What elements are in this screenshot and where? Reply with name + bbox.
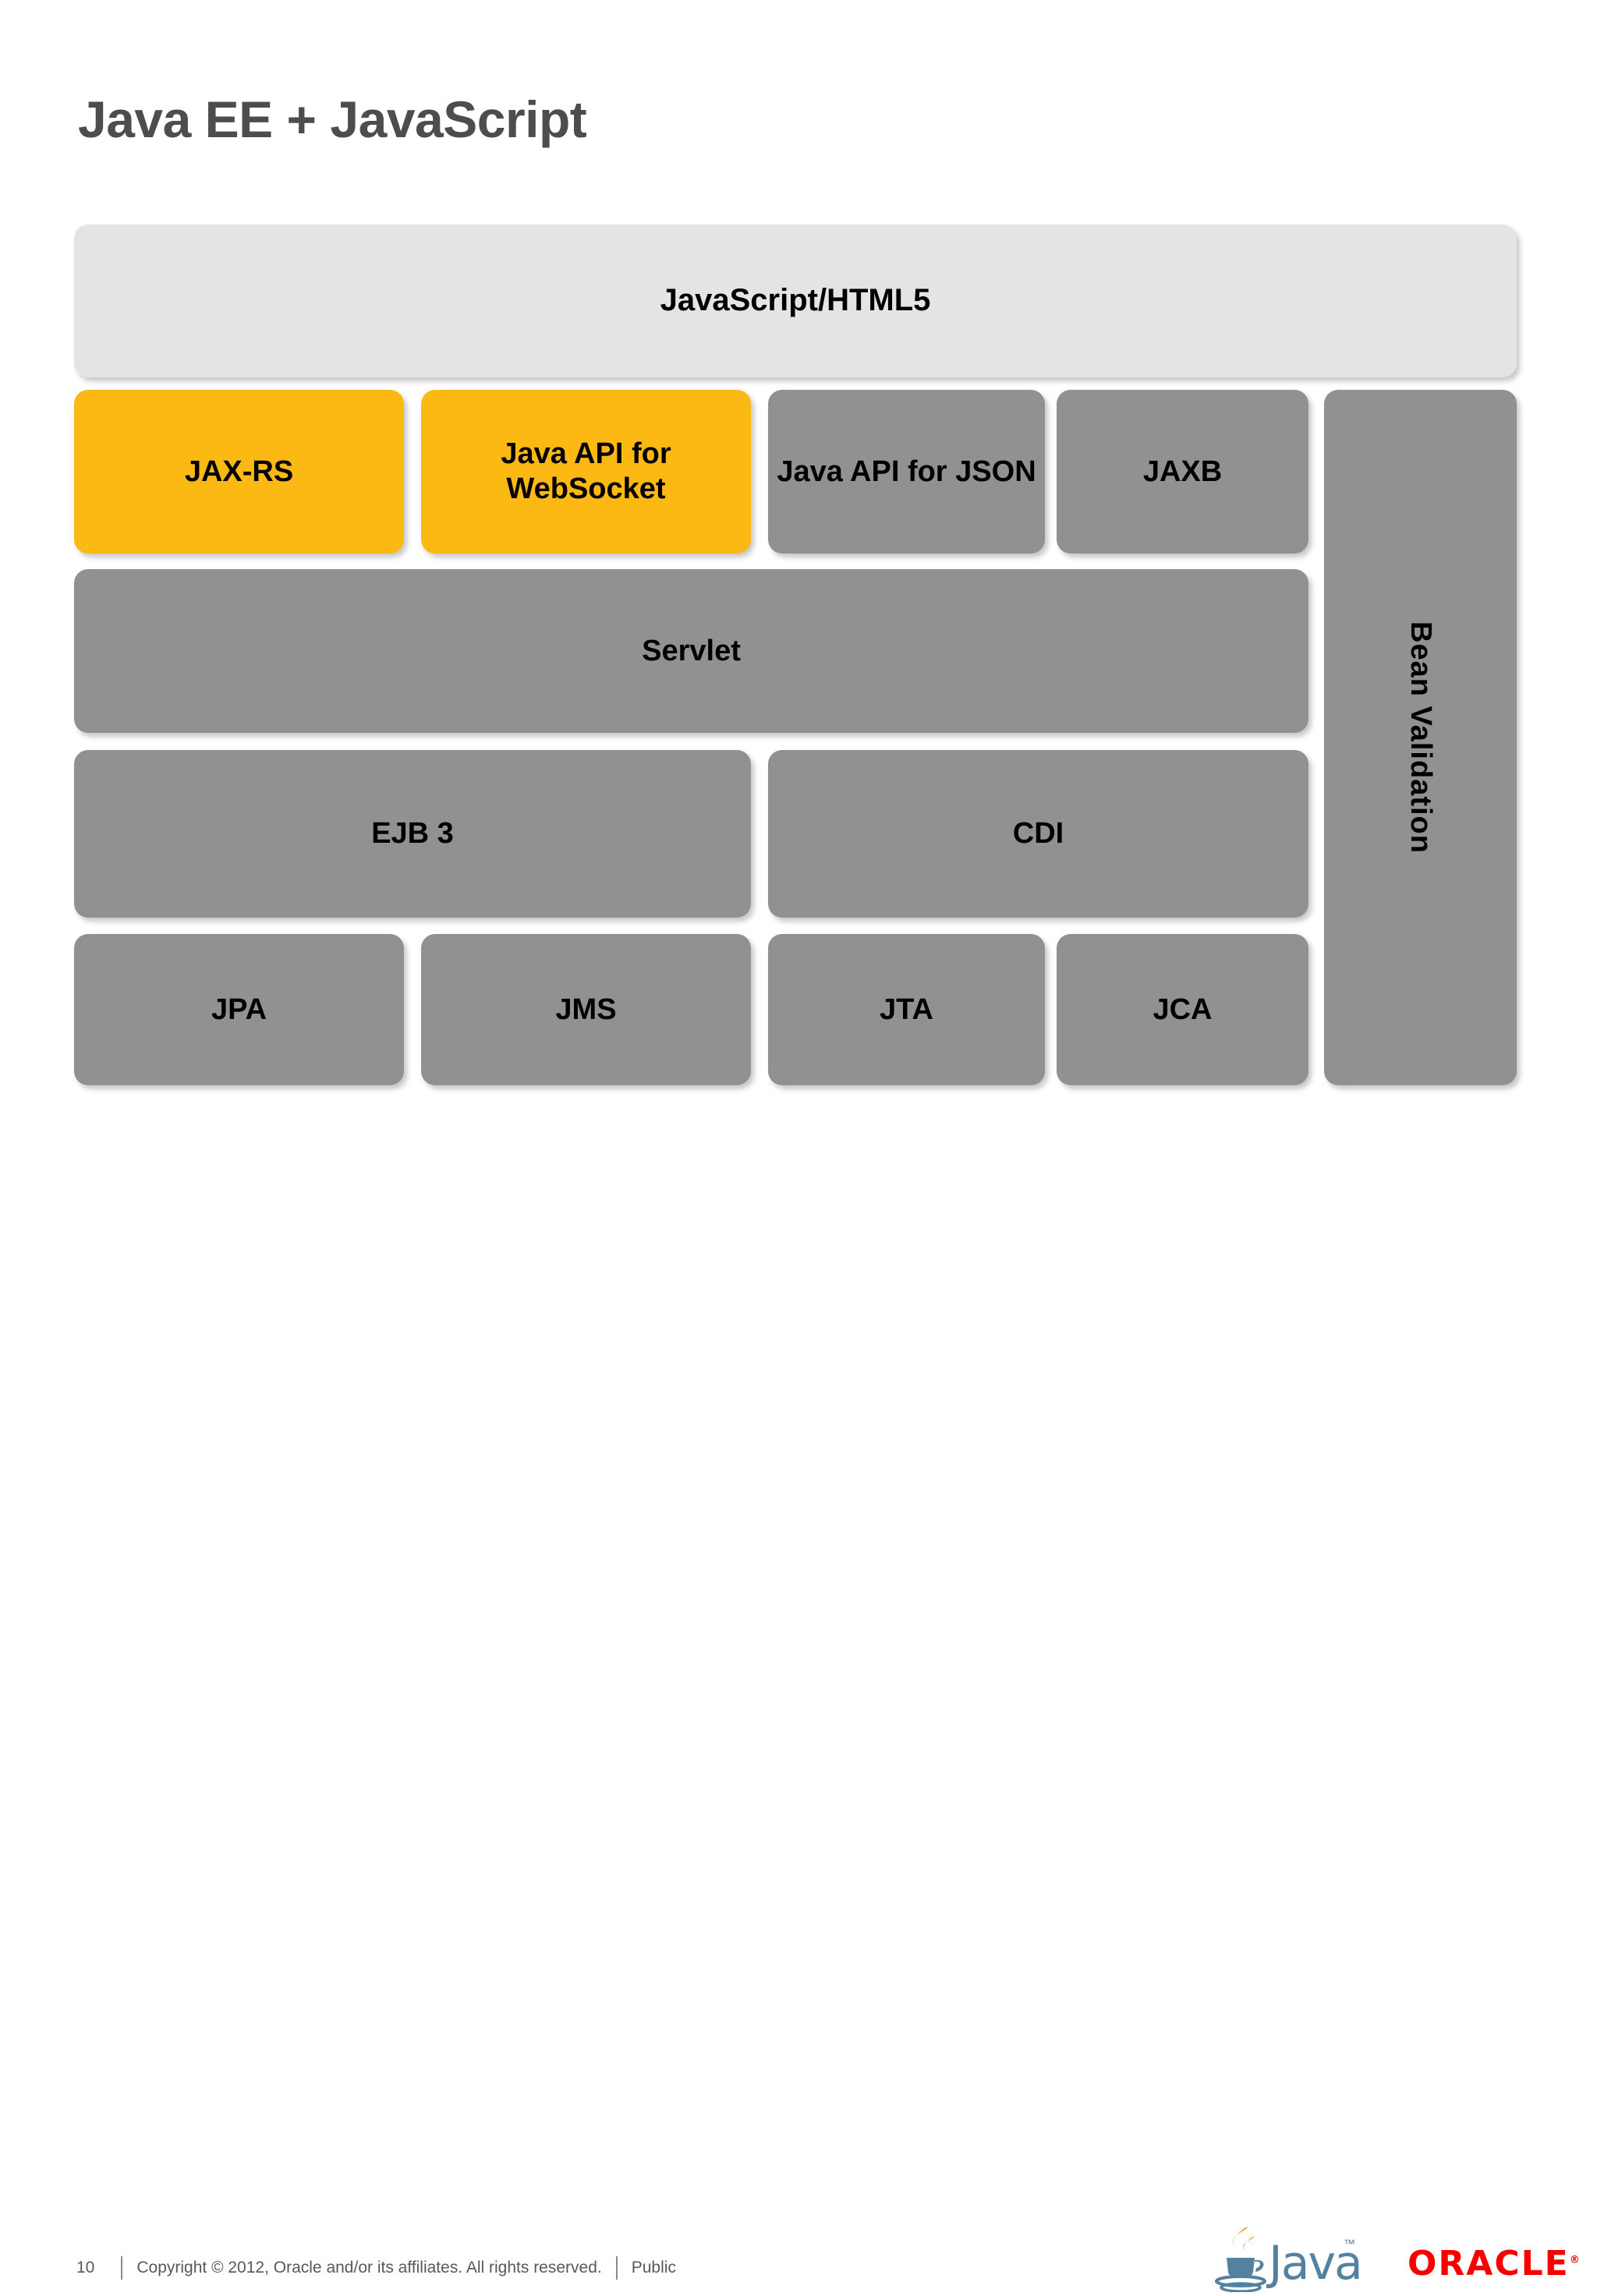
oracle-registered-symbol: ® <box>1569 2254 1580 2266</box>
stack-box-ejb-3[interactable]: EJB 3 <box>74 750 751 918</box>
stack-box-javascript-html5[interactable]: JavaScript/HTML5 <box>74 225 1517 377</box>
stack-box-label: JAXB <box>1142 455 1223 488</box>
stack-box-cdi[interactable]: CDI <box>768 750 1308 918</box>
classification-label: Public <box>631 2259 676 2277</box>
stack-box-java-api-for-websocket[interactable]: Java API for WebSocket <box>421 390 751 554</box>
page-title: Java EE + JavaScript <box>78 90 587 148</box>
stack-box-label: EJB 3 <box>371 817 454 851</box>
stack-box-jpa[interactable]: JPA <box>74 934 404 1085</box>
stack-box-label: Java API for JSON <box>777 455 1036 488</box>
footer-divider-1 <box>121 2256 123 2280</box>
java-logo: Java ™ <box>1213 2225 1363 2293</box>
stack-box-label: CDI <box>1012 817 1064 851</box>
stack-box-label: Servlet <box>642 634 741 667</box>
stack-box-jms[interactable]: JMS <box>421 934 751 1085</box>
stack-box-label: JAX-RS <box>184 455 294 488</box>
footer-text-group: 10 Copyright © 2012, Oracle and/or its a… <box>76 2256 676 2280</box>
java-ee-stack-diagram: JavaScript/HTML5 JAX-RS Java API for Web… <box>74 225 1517 1085</box>
oracle-wordmark: ORACLE <box>1408 2244 1570 2284</box>
stack-box-java-api-for-json[interactable]: Java API for JSON <box>768 390 1045 554</box>
stack-box-label: JCA <box>1153 992 1213 1026</box>
stack-box-label: Bean Validation <box>1404 621 1437 854</box>
stack-box-label: Java API for WebSocket <box>501 437 671 505</box>
stack-box-label: JavaScript/HTML5 <box>660 283 931 318</box>
stack-box-label: JMS <box>555 992 617 1026</box>
stack-box-bean-validation[interactable]: Bean Validation <box>1324 390 1517 1085</box>
stack-box-jax-rs[interactable]: JAX-RS <box>74 390 404 554</box>
java-trademark-symbol: ™ <box>1344 2238 1355 2251</box>
page-number: 10 <box>76 2259 95 2277</box>
stack-box-servlet[interactable]: Servlet <box>74 569 1308 733</box>
footer-divider-2 <box>615 2256 618 2280</box>
slide-footer: 10 Copyright © 2012, Oracle and/or its a… <box>0 1104 1597 2293</box>
stack-box-jta[interactable]: JTA <box>768 934 1045 1085</box>
stack-box-label: JPA <box>211 992 267 1026</box>
java-cup-icon <box>1215 2227 1266 2293</box>
stack-box-jca[interactable]: JCA <box>1057 934 1308 1085</box>
stack-box-label: JTA <box>880 992 933 1026</box>
stack-box-jaxb[interactable]: JAXB <box>1057 390 1308 554</box>
copyright-text: Copyright © 2012, Oracle and/or its affi… <box>136 2259 602 2277</box>
oracle-logo: ORACLE® <box>1408 2244 1580 2284</box>
